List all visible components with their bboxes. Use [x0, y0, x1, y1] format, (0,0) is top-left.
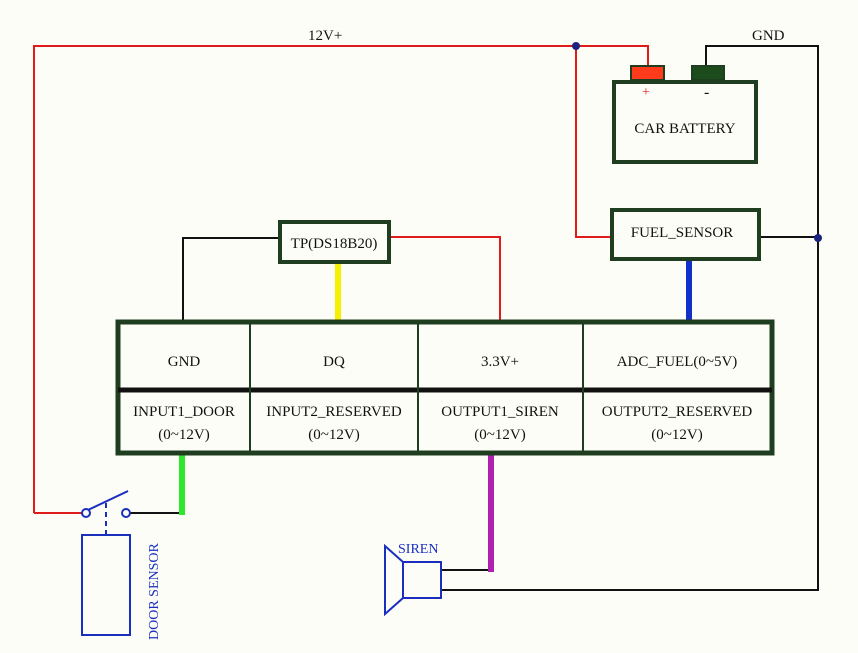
battery-plus-terminal: [630, 65, 665, 81]
terminal-input1-name: INPUT1_DOOR: [133, 404, 235, 420]
terminal-output1-name: OUTPUT1_SIREN: [441, 404, 559, 420]
terminal-dq: DQ: [323, 354, 345, 370]
door-sensor: DOOR SENSOR: [81, 490, 162, 640]
battery-title: CAR BATTERY: [634, 121, 735, 137]
siren-label: SIREN: [398, 542, 438, 557]
siren: SIREN: [384, 542, 442, 617]
fuel-sensor: FUEL_SENSOR: [610, 208, 761, 261]
power-wire-label: 12V+: [308, 28, 342, 44]
fuel-sensor-label: FUEL_SENSOR: [631, 225, 734, 241]
door-magnet-icon: [81, 534, 131, 636]
terminal-adc-fuel: ADC_FUEL(0~5V): [617, 354, 738, 370]
temp-probe-label: TP(DS18B20): [291, 236, 378, 252]
battery-minus-sign: -: [704, 84, 709, 101]
ground-wire-label: GND: [752, 28, 785, 44]
door-switch-icon: [81, 490, 131, 535]
temp-probe: TP(DS18B20): [278, 220, 391, 264]
terminal-3v3: 3.3V+: [481, 354, 519, 370]
battery-minus-terminal: [691, 65, 725, 81]
terminal-block: GND DQ 3.3V+ ADC_FUEL(0~5V) INPUT1_DOOR …: [115, 319, 775, 456]
battery-plus-sign: +: [642, 85, 650, 100]
ground-wire: [130, 45, 819, 591]
terminal-input2-name: INPUT2_RESERVED: [266, 404, 402, 420]
power-junction-dot: [572, 42, 580, 50]
terminal-gnd: GND: [168, 354, 201, 370]
car-battery: + - CAR BATTERY: [612, 65, 758, 164]
door-sensor-label: DOOR SENSOR: [147, 542, 162, 640]
terminal-input2-range: (0~12V): [308, 427, 359, 443]
terminal-output2-name: OUTPUT2_RESERVED: [602, 404, 753, 420]
ground-junction-dot: [814, 234, 822, 242]
terminal-input1-range: (0~12V): [158, 427, 209, 443]
power-wire: [33, 45, 649, 514]
terminal-output1-range: (0~12V): [474, 427, 525, 443]
siren-speaker-icon: [384, 543, 442, 617]
terminal-output2-range: (0~12V): [651, 427, 702, 443]
